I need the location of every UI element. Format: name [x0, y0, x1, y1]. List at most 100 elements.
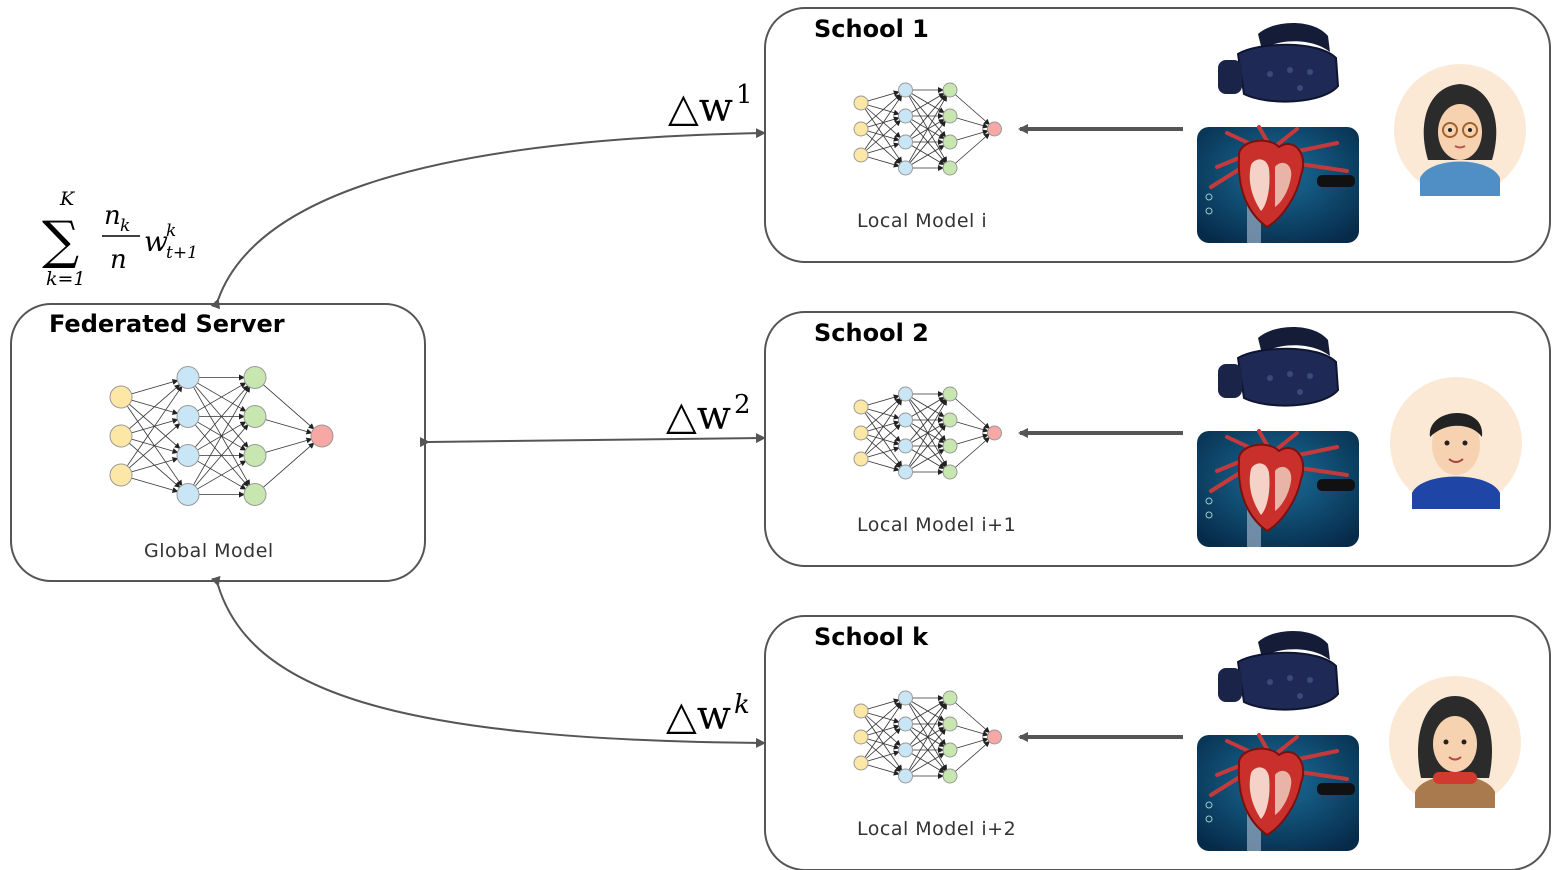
network-edge — [197, 382, 247, 412]
network-node — [853, 451, 869, 467]
ui-dot — [1205, 207, 1213, 215]
vr-headset-icon — [1218, 631, 1340, 711]
vr-controller — [1317, 479, 1355, 491]
network-edge — [956, 117, 989, 129]
network-node — [987, 121, 1002, 137]
network-edge — [955, 398, 990, 430]
network-edge — [866, 93, 901, 125]
network-node — [853, 425, 869, 441]
network-node — [176, 366, 200, 389]
network-edge — [908, 399, 948, 467]
ui-dot — [1205, 801, 1213, 809]
blood-vessel — [1257, 733, 1269, 751]
arrow-server-school-1 — [210, 128, 766, 310]
mouth — [1448, 458, 1464, 463]
network-node — [176, 483, 200, 506]
headset-strap — [1258, 327, 1330, 356]
weight-superscript: k — [166, 221, 176, 241]
network-node — [942, 742, 958, 758]
network-node — [898, 160, 913, 176]
network-edge — [867, 764, 900, 776]
headset-sensor — [1307, 373, 1313, 379]
network-edge — [867, 698, 900, 710]
heart-chamber — [1275, 162, 1292, 207]
network-edge — [131, 379, 179, 395]
network-connections — [864, 391, 990, 475]
server-caption: Global Model — [144, 540, 274, 562]
local-model-caption: Local Model i+2 — [857, 818, 1016, 840]
heart-chamber — [1275, 770, 1292, 815]
heart-anatomy-icon — [1197, 733, 1359, 851]
network-edge — [265, 437, 313, 453]
network-edge — [866, 727, 901, 759]
headset-sensor — [1267, 679, 1273, 685]
headset-side — [1218, 364, 1242, 398]
network-node — [898, 438, 913, 454]
network-edge — [265, 419, 313, 435]
face — [1432, 415, 1480, 475]
local-neural-network-icon — [853, 82, 1002, 176]
network-node — [898, 742, 913, 758]
mouth — [1448, 756, 1462, 761]
mouth — [1454, 145, 1466, 149]
local-model-caption: Local Model i — [857, 210, 987, 232]
headset-side — [1218, 668, 1242, 702]
network-edge — [908, 95, 948, 163]
network-node — [898, 768, 913, 784]
ui-dot — [1205, 815, 1213, 823]
network-node — [243, 366, 267, 389]
network-edge — [909, 702, 947, 745]
eye — [1443, 739, 1449, 745]
network-edge — [864, 94, 903, 150]
school-title: School 2 — [814, 319, 929, 347]
network-node — [898, 716, 913, 732]
headset-strap — [1258, 23, 1330, 52]
network-node — [853, 95, 869, 111]
network-node — [310, 424, 334, 448]
eye — [1444, 440, 1450, 446]
network-node — [987, 729, 1002, 745]
hair — [1429, 412, 1483, 437]
fraction-denominator: n — [110, 245, 127, 275]
network-edge — [955, 132, 990, 164]
network-node — [243, 483, 267, 506]
sum-symbol: ∑ — [42, 211, 79, 271]
global-neural-network-icon — [109, 366, 334, 506]
eye — [1461, 739, 1467, 745]
network-connections — [126, 374, 315, 498]
network-edge — [866, 701, 901, 733]
network-connections — [864, 87, 990, 171]
network-connections — [864, 695, 990, 779]
arrow-server-school-k — [210, 575, 766, 748]
aggregation-formula: K ∑ k=1 n k n w k t+1 — [42, 188, 198, 290]
network-edge — [956, 737, 989, 749]
network-edge — [126, 385, 183, 467]
network-edge — [956, 433, 989, 445]
blood-vessel — [1275, 735, 1299, 755]
network-node — [853, 729, 869, 745]
vr-headset-icon — [1218, 327, 1340, 407]
update-label-2: △w 2 — [666, 390, 751, 439]
network-edge — [867, 446, 900, 458]
scarf — [1433, 772, 1477, 784]
network-edge — [867, 142, 900, 154]
fraction-numerator: n — [104, 201, 121, 231]
headset-sensor — [1297, 389, 1303, 395]
network-edge — [129, 384, 181, 430]
blood-vessel — [1257, 125, 1269, 143]
update-superscript: 1 — [736, 80, 753, 110]
headset-sensor — [1297, 85, 1303, 91]
network-node — [853, 147, 869, 163]
network-edge — [956, 725, 989, 737]
ui-dot — [1205, 497, 1213, 505]
sum-lower-limit: k=1 — [46, 268, 86, 290]
network-edge — [911, 449, 945, 469]
weight-symbol: w — [144, 225, 168, 258]
headset-strap — [1258, 631, 1330, 660]
glasses-lens — [1442, 122, 1458, 138]
network-node — [853, 121, 869, 137]
network-edge — [131, 457, 179, 473]
